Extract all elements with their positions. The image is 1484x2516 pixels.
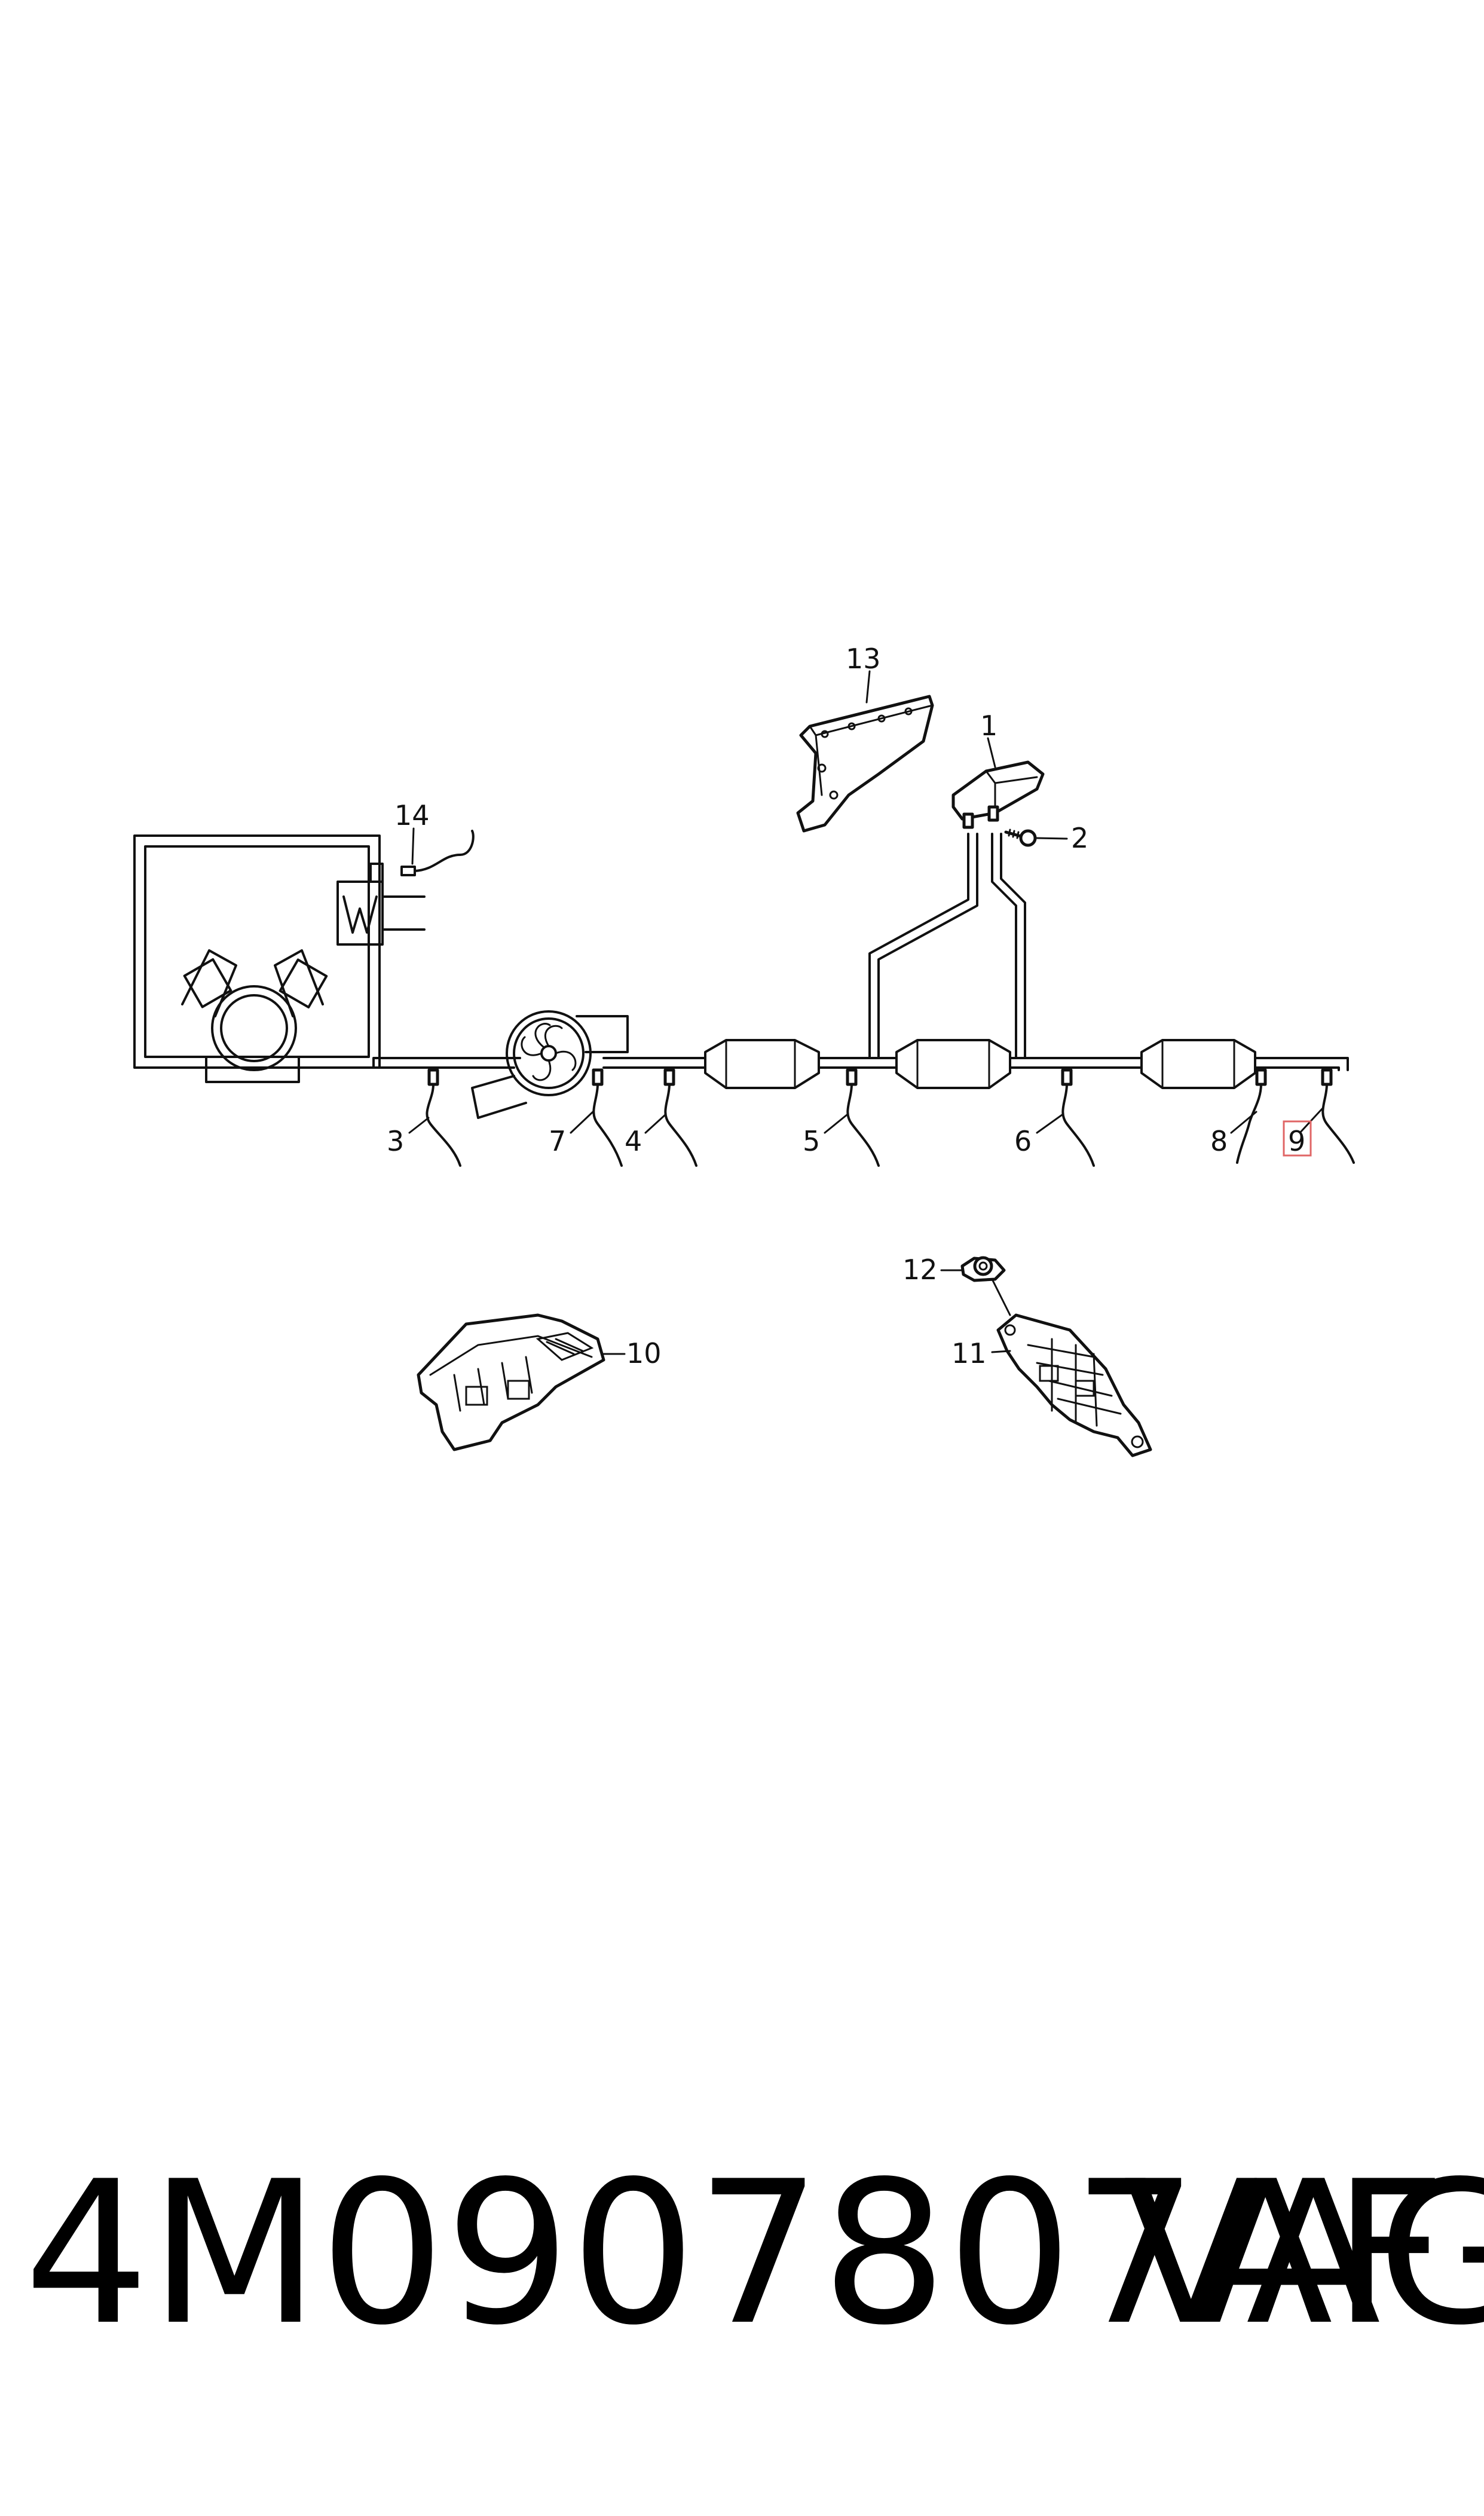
callout-7: 7 <box>549 1125 566 1157</box>
bracket-13 <box>796 695 934 833</box>
callout-11: 11 <box>951 1337 987 1369</box>
callout-3: 3 <box>387 1125 404 1157</box>
callout-9-highlight <box>1283 1120 1312 1157</box>
temp-sensor-8 <box>1236 1068 1267 1164</box>
sensor-14 <box>400 830 475 876</box>
exhaust-sensor-diagram: 13 1 2 14 3 7 4 5 6 8 9 10 11 12 <box>133 643 1355 1457</box>
pressure-lines <box>868 833 1026 1059</box>
temp-sensor-6 <box>1061 1068 1095 1167</box>
turbocharger <box>471 1010 629 1119</box>
callout-labels: 13 1 2 14 3 7 4 5 6 8 9 10 11 12 <box>387 643 1312 1369</box>
bracket-11 <box>996 1313 1152 1457</box>
callout-4: 4 <box>625 1125 642 1157</box>
catalytic-converter-3 <box>1140 1039 1256 1089</box>
callout-14: 14 <box>394 799 430 831</box>
callout-10: 10 <box>626 1337 662 1369</box>
engine-block <box>133 834 381 1083</box>
catalytic-converter-2 <box>895 1039 1011 1089</box>
callout-13: 13 <box>846 643 881 675</box>
clip-12 <box>960 1256 1006 1282</box>
temp-sensor-9 <box>1321 1068 1355 1164</box>
exhaust-pipe <box>372 1057 1349 1071</box>
temp-sensor-4 <box>663 1068 697 1167</box>
temp-sensor-5 <box>846 1068 880 1167</box>
catalytic-converter-1 <box>704 1039 820 1089</box>
brand-name: VAG <box>1124 2139 1484 2368</box>
temp-sensor-3 <box>426 1068 461 1167</box>
callout-6: 6 <box>1014 1125 1032 1157</box>
callout-8: 8 <box>1210 1125 1228 1157</box>
callout-5: 5 <box>803 1125 820 1157</box>
part-number: 4M0907807AF <box>24 2139 1446 2368</box>
callout-2: 2 <box>1071 822 1088 854</box>
bolt-2 <box>1004 829 1037 847</box>
footer: 4M0907807AF VAG <box>0 2128 1484 2379</box>
callout-1: 1 <box>980 710 998 742</box>
callout-12: 12 <box>902 1254 938 1286</box>
bracket-10 <box>417 1313 605 1451</box>
temp-sensor-7 <box>592 1068 623 1167</box>
heater-element <box>336 863 426 946</box>
leader-lines <box>408 670 1323 1355</box>
callout-9: 9 <box>1288 1125 1305 1157</box>
pressure-sensor-1 <box>951 760 1045 829</box>
